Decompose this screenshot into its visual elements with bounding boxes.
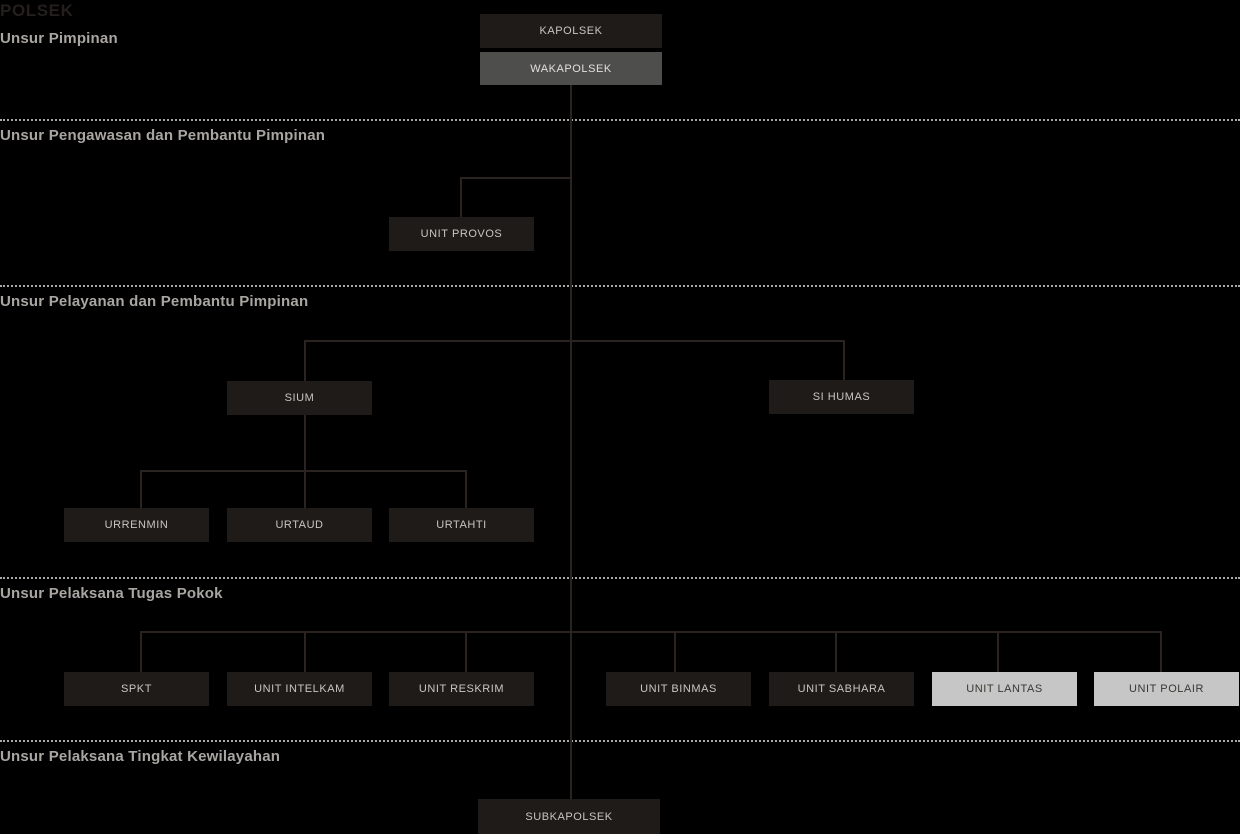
node-unit-binmas-label: UNIT BINMAS: [640, 683, 717, 695]
node-urrenmin-label: URRENMIN: [104, 519, 169, 531]
connector-sium-descend: [304, 415, 306, 472]
connector-unit-intelkam-vertical: [304, 631, 306, 672]
connector-ur-horizontal: [140, 470, 467, 472]
node-urtaud[interactable]: URTAUD: [227, 508, 372, 542]
node-unit-sabhara-label: UNIT SABHARA: [797, 683, 886, 695]
node-urtahti-label: URTAHTI: [436, 519, 487, 531]
section-divider-3: [0, 577, 1240, 579]
node-kapolsek-label: KAPOLSEK: [539, 25, 603, 37]
trunk-line-main: [570, 85, 572, 800]
node-si-humas-label: SI HUMAS: [812, 391, 871, 403]
section-label-unsur-pelayanan: Unsur Pelayanan dan Pembantu Pimpinan: [0, 293, 309, 310]
node-wakapolsek[interactable]: WAKAPOLSEK: [480, 52, 662, 85]
connector-unit-binmas-vertical: [674, 631, 676, 672]
node-unit-polair[interactable]: UNIT POLAIR: [1094, 672, 1239, 706]
node-unit-provos[interactable]: UNIT PROVOS: [389, 217, 534, 251]
connector-sihumas-vertical: [843, 340, 845, 381]
connector-sium-vertical: [304, 340, 306, 381]
connector-pelaksana-horizontal: [140, 631, 1162, 633]
node-kapolsek[interactable]: KAPOLSEK: [480, 14, 662, 48]
section-label-unsur-pimpinan: Unsur Pimpinan: [0, 30, 118, 47]
node-urtahti[interactable]: URTAHTI: [389, 508, 534, 542]
node-unit-polair-label: UNIT POLAIR: [1129, 683, 1204, 695]
node-unit-intelkam[interactable]: UNIT INTELKAM: [227, 672, 372, 706]
section-label-unsur-pengawasan: Unsur Pengawasan dan Pembantu Pimpinan: [0, 127, 326, 144]
section-label-unsur-pelaksana-tugas-pokok: Unsur Pelaksana Tugas Pokok: [0, 585, 223, 602]
node-unit-reskrim-label: UNIT RESKRIM: [418, 683, 505, 695]
section-divider-2: [0, 285, 1240, 287]
node-spkt[interactable]: SPKT: [64, 672, 209, 706]
node-sium[interactable]: SIUM: [227, 381, 372, 415]
connector-urrenmin-vertical: [140, 470, 142, 508]
node-unit-binmas[interactable]: UNIT BINMAS: [606, 672, 751, 706]
node-urtaud-label: URTAUD: [275, 519, 324, 531]
connector-provos-horizontal: [460, 177, 572, 179]
node-si-humas[interactable]: SI HUMAS: [769, 380, 914, 414]
connector-unit-sabhara-vertical: [835, 631, 837, 672]
node-unit-lantas-label: UNIT LANTAS: [966, 683, 1043, 695]
node-subkapolsek-label: SUBKAPOLSEK: [525, 810, 613, 823]
node-unit-sabhara[interactable]: UNIT SABHARA: [769, 672, 914, 706]
node-unit-lantas[interactable]: UNIT LANTAS: [932, 672, 1077, 706]
connector-unit-lantas-vertical: [997, 631, 999, 672]
node-wakapolsek-label: WAKAPOLSEK: [530, 62, 612, 75]
connector-unit-reskrim-vertical: [465, 631, 467, 672]
connector-urtahti-vertical: [465, 470, 467, 508]
node-unit-provos-label: UNIT PROVOS: [420, 228, 503, 240]
node-sium-label: SIUM: [284, 392, 315, 404]
connector-spkt-vertical: [140, 631, 142, 672]
connector-provos-vertical: [460, 177, 462, 218]
section-divider-1: [0, 119, 1240, 121]
node-unit-intelkam-label: UNIT INTELKAM: [254, 683, 345, 695]
node-subkapolsek[interactable]: SUBKAPOLSEK: [478, 799, 660, 834]
page-title: POLSEK: [0, 1, 74, 20]
node-urrenmin[interactable]: URRENMIN: [64, 508, 209, 542]
section-label-unsur-pelaksana-kewilayahan: Unsur Pelaksana Tingkat Kewilayahan: [0, 748, 281, 765]
connector-urtaud-vertical: [304, 470, 306, 508]
node-spkt-label: SPKT: [121, 683, 152, 695]
connector-unit-polair-vertical: [1160, 631, 1162, 672]
connector-pelayanan-horizontal: [304, 340, 845, 342]
node-unit-reskrim[interactable]: UNIT RESKRIM: [389, 672, 534, 706]
section-divider-4: [0, 740, 1240, 742]
